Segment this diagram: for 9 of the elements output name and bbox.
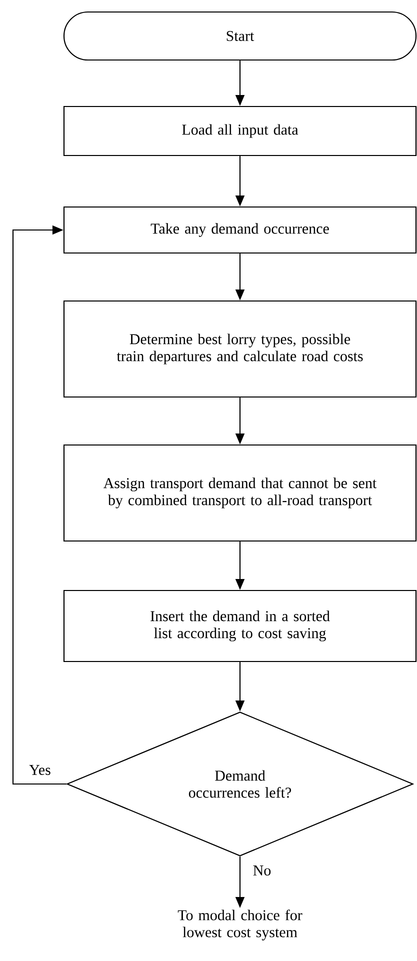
process-box: Assign transport demand that cannot be sent by combined transport to all-road transport (63, 444, 417, 542)
arrow (12, 225, 66, 785)
process-box: Determine best lorry types, possible train departures and calculate road costs (63, 300, 417, 398)
process-box: Insert the demand in a sorted list according to cost saving (63, 590, 417, 662)
process-box: Load all input data (63, 106, 417, 156)
edge-label: No (252, 864, 272, 877)
output-text: To modal choice for lowest cost system (178, 910, 302, 940)
edge-label: Yes (28, 764, 52, 776)
process-box: Take any demand occurrence (63, 206, 417, 254)
